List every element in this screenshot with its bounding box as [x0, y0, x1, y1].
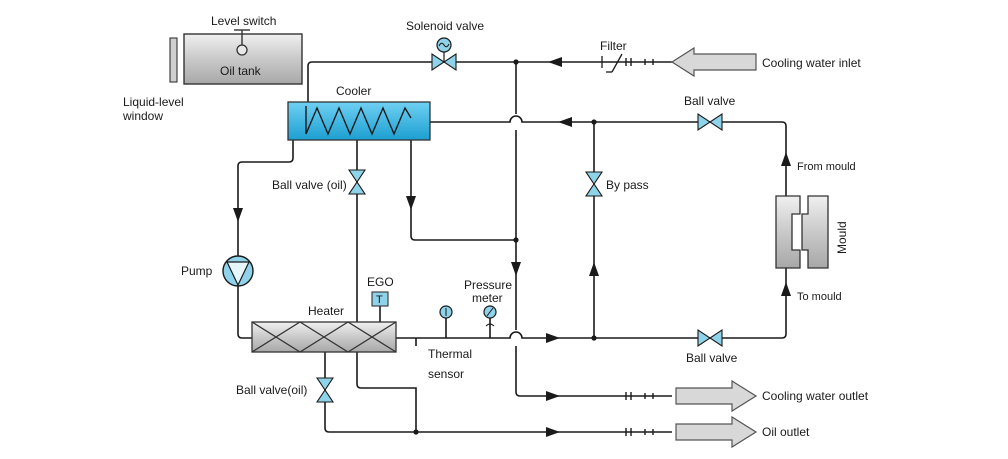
- ball-valve-oil-top-label: Ball valve (oil): [272, 178, 347, 192]
- ball-valve-oil-bottom-label: Ball valve(oil): [236, 383, 307, 397]
- junction-dots: [413, 59, 597, 435]
- ball-valve-top: [697, 112, 723, 132]
- heater-label: Heater: [308, 304, 344, 318]
- pressure-meter-label-line1: Pressure: [464, 278, 512, 292]
- level-switch-float-icon: [236, 44, 248, 56]
- cooling-water-outlet-arrow: [675, 379, 758, 413]
- pressure-meter-label-line2: meter: [472, 291, 503, 305]
- by-pass-label: By pass: [606, 178, 649, 192]
- ball-valve-oil-top: [347, 169, 367, 195]
- oil-outlet-label: Oil outlet: [762, 425, 810, 439]
- cooler-label: Cooler: [336, 84, 371, 98]
- liquid-level-label-line1: Liquid-level: [123, 95, 184, 109]
- to-mould-label: To mould: [797, 291, 842, 303]
- filter-icon: [601, 53, 623, 73]
- oil-tank-label: Oil tank: [220, 64, 262, 78]
- liquid-level-label-line2: window: [122, 109, 163, 123]
- bypass-valve: [584, 171, 604, 197]
- ball-valve-top-label: Ball valve: [684, 94, 736, 108]
- mould: [775, 195, 829, 269]
- liquid-level-window: [169, 37, 178, 83]
- pressure-gauge-icon: [483, 305, 497, 327]
- solenoid-valve-label: Solenoid valve: [406, 19, 484, 33]
- flow-arrow-icon: [233, 57, 791, 437]
- ego-label: EGO: [367, 275, 394, 289]
- cooler-coil-icon: [305, 106, 412, 136]
- ego-symbol: T: [376, 294, 383, 306]
- cooler: [287, 101, 431, 141]
- ball-valve-bottom-label: Ball valve: [686, 351, 738, 365]
- thermal-sensor-icon: [439, 305, 453, 319]
- oil-tank: [169, 29, 303, 85]
- filter-label: Filter: [600, 39, 627, 53]
- level-switch-label: Level switch: [211, 14, 276, 28]
- oil-outlet-arrow: [675, 415, 758, 449]
- pump-label: Pump: [181, 264, 213, 278]
- ego-thermostat: [371, 291, 389, 307]
- cooling-water-inlet-arrow: [670, 46, 757, 78]
- solenoid-valve: [431, 37, 457, 72]
- labels: Level switch Oil tank Liquid-level windo…: [122, 14, 869, 439]
- cooling-water-outlet-label: Cooling water outlet: [762, 389, 869, 403]
- ball-valve-bottom: [697, 328, 723, 348]
- mould-label: Mould: [835, 221, 849, 254]
- pipe-break-marks: [625, 58, 654, 436]
- heater-element-icon: [251, 321, 397, 353]
- thermal-sensor-label-line1: Thermal: [428, 347, 472, 361]
- thermal-sensor-label-line2: sensor: [428, 367, 464, 381]
- heater: [251, 321, 397, 353]
- ball-valve-oil-bottom: [315, 377, 335, 403]
- from-mould-label: From mould: [797, 161, 856, 173]
- pump-icon: [222, 255, 254, 287]
- cooling-water-inlet-label: Cooling water inlet: [762, 56, 861, 70]
